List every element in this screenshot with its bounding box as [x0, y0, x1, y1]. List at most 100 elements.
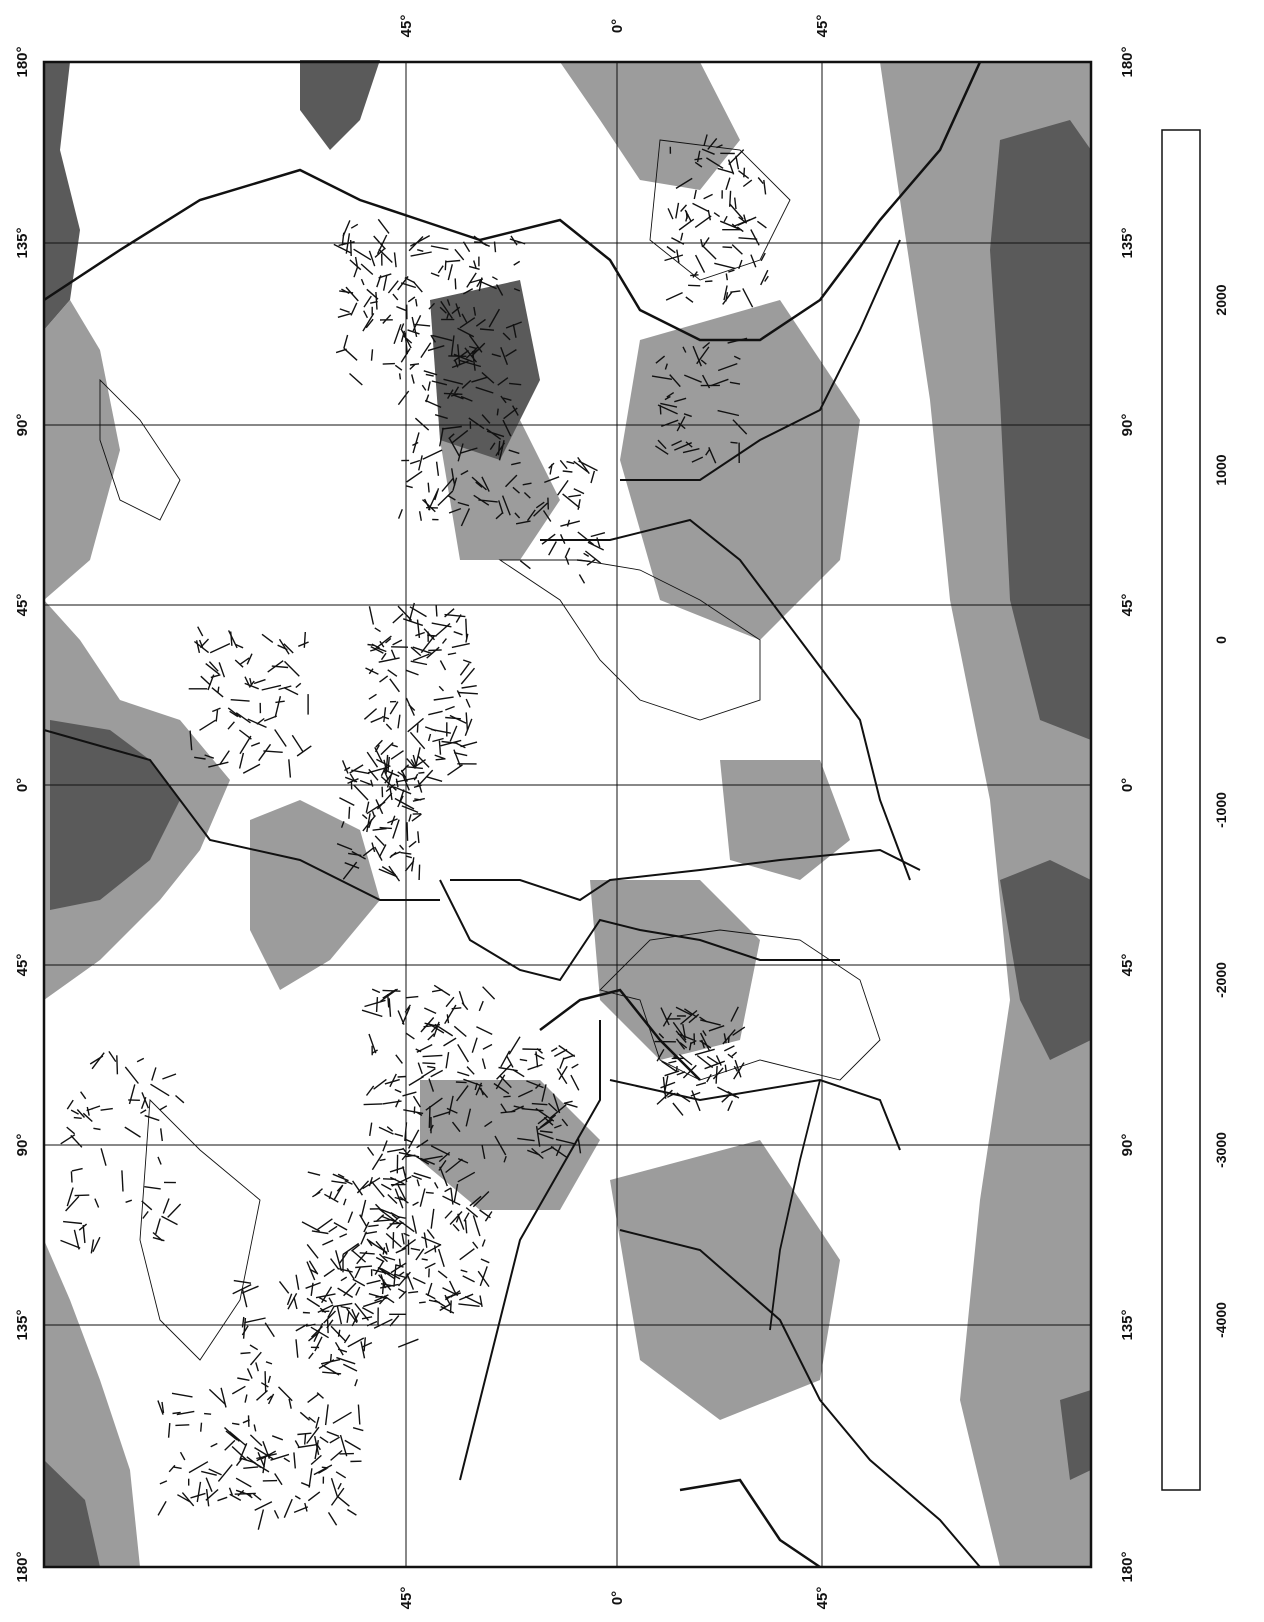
stress-tick — [161, 1401, 165, 1414]
stress-tick — [306, 1243, 319, 1259]
stress-tick — [559, 459, 568, 470]
stress-tick — [340, 1276, 348, 1282]
stress-tick — [159, 1105, 168, 1111]
stress-tick — [366, 813, 371, 833]
stress-tick — [422, 1054, 443, 1058]
stress-tick — [571, 1063, 579, 1069]
stress-tick — [171, 1392, 193, 1398]
stress-tick — [159, 1480, 168, 1485]
stress-tick — [370, 779, 374, 787]
stress-tick — [440, 300, 453, 319]
stress-tick — [201, 1470, 217, 1476]
stress-tick — [230, 699, 250, 702]
stress-tick — [401, 1232, 405, 1245]
stress-tick — [550, 1047, 558, 1053]
stress-tick — [675, 1066, 678, 1073]
stress-tick — [468, 278, 484, 284]
stress-tick — [460, 447, 478, 454]
stress-tick — [451, 1007, 462, 1010]
stress-tick — [420, 1017, 435, 1033]
stress-tick — [439, 306, 447, 314]
shaded-region-17 — [300, 60, 380, 150]
stress-tick — [704, 280, 713, 283]
stress-tick — [565, 557, 570, 565]
stress-tick — [465, 1207, 479, 1218]
stress-tick — [424, 1243, 442, 1255]
stress-tick — [389, 1222, 404, 1225]
stress-tick — [743, 167, 746, 178]
stress-tick — [354, 1379, 358, 1387]
stress-tick — [508, 449, 520, 455]
stress-tick — [473, 235, 488, 247]
stress-tick — [677, 1033, 694, 1041]
stress-tick — [415, 631, 425, 637]
stress-tick — [706, 1073, 712, 1083]
stress-tick — [555, 1138, 576, 1145]
stress-tick — [367, 1146, 375, 1156]
stress-tick — [705, 449, 711, 456]
stress-tick — [317, 1304, 334, 1314]
stress-tick — [457, 1044, 469, 1063]
stress-tick — [392, 639, 403, 646]
stress-tick — [431, 989, 443, 993]
stress-tick — [494, 1135, 507, 1156]
stress-tick — [373, 1318, 393, 1329]
stress-tick — [395, 1099, 400, 1108]
stress-tick — [253, 678, 266, 685]
stress-tick — [144, 1186, 161, 1190]
stress-tick — [244, 682, 259, 690]
stress-tick — [243, 1466, 259, 1469]
stress-tick — [441, 477, 454, 492]
stress-tick — [412, 754, 417, 766]
stress-tick — [444, 1294, 452, 1306]
stress-tick — [388, 865, 401, 882]
stress-tick — [335, 1471, 347, 1479]
stress-tick — [362, 1299, 383, 1308]
shaded-region-13 — [610, 1140, 840, 1420]
stress-tick — [527, 1063, 543, 1071]
stress-tick — [209, 642, 231, 654]
stress-tick — [461, 379, 472, 389]
stress-tick — [410, 251, 432, 257]
stress-tick — [304, 1502, 308, 1512]
boundary-line-8 — [619, 1229, 981, 1568]
stress-tick — [82, 1112, 93, 1123]
latitude-label-bottom: 0° — [609, 1591, 626, 1605]
stress-tick — [327, 1306, 335, 1319]
stress-tick — [537, 1118, 554, 1131]
stress-tick — [727, 1100, 734, 1112]
stress-tick — [380, 1267, 401, 1280]
stress-tick — [660, 402, 678, 408]
stress-tick — [478, 1000, 484, 1012]
stress-tick — [344, 766, 351, 772]
stress-tick — [496, 408, 499, 416]
stress-tick — [392, 613, 404, 624]
stress-tick — [480, 1087, 484, 1096]
stress-tick — [715, 1055, 722, 1066]
stress-tick — [424, 1262, 436, 1270]
stress-tick — [499, 1075, 512, 1089]
latitude-labels-top: 45°0°45° — [398, 15, 831, 38]
stress-tick — [484, 1211, 493, 1222]
stress-tick — [140, 1097, 147, 1109]
stress-tick — [445, 1158, 463, 1174]
stress-tick — [684, 1008, 698, 1018]
coast-outline-2 — [599, 929, 881, 1081]
stress-tick — [462, 659, 472, 664]
stress-tick — [730, 1006, 739, 1022]
stress-tick — [295, 682, 302, 689]
stress-tick — [414, 323, 431, 327]
stress-tick — [266, 1395, 273, 1401]
stress-tick — [655, 355, 666, 364]
stress-tick — [676, 416, 686, 432]
stress-tick — [210, 1442, 218, 1448]
stress-tick — [419, 1188, 426, 1207]
stress-tick — [566, 519, 571, 527]
stress-tick — [421, 1155, 443, 1161]
stress-tick — [549, 463, 553, 475]
stress-tick — [300, 1482, 311, 1487]
stress-tick — [417, 755, 430, 768]
stress-tick — [303, 631, 306, 648]
stress-tick — [330, 1258, 340, 1270]
longitude-label-right: 0° — [1119, 778, 1136, 792]
